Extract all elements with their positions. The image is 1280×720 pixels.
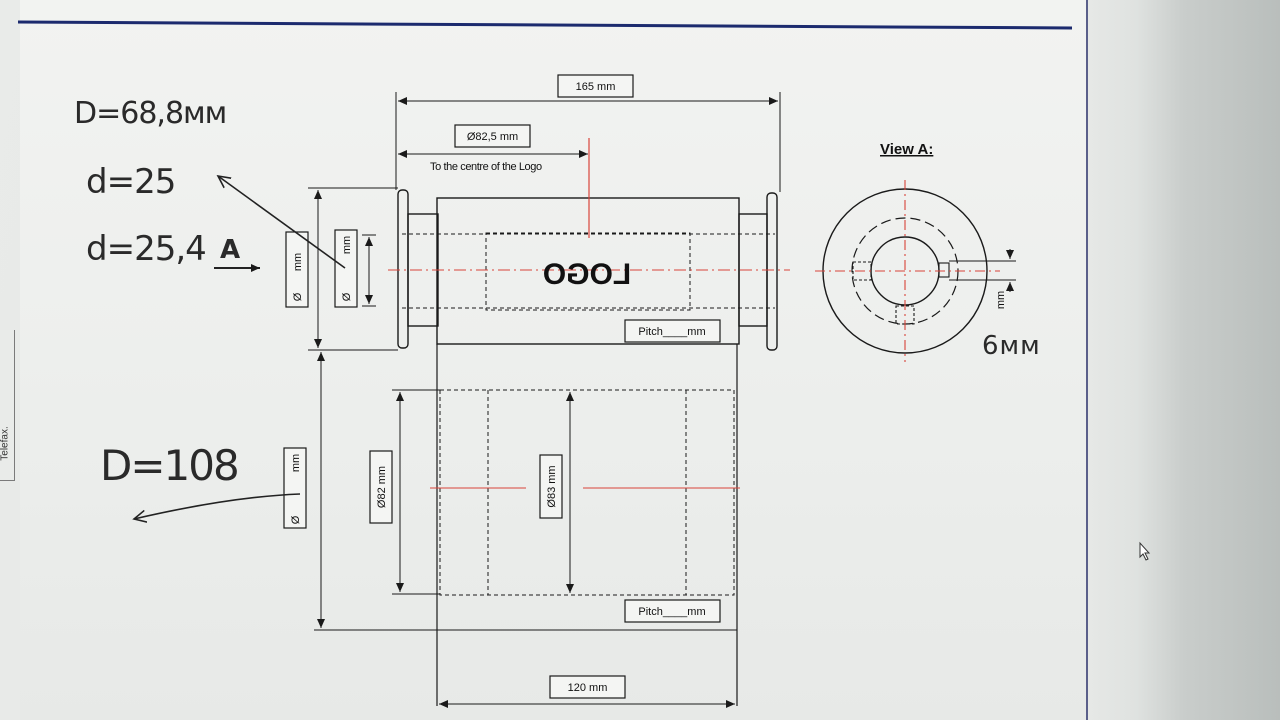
note-key-width: 6мм bbox=[982, 331, 1041, 361]
note-pointer-bottom bbox=[134, 493, 301, 519]
dim-box-83: Ø83 mm bbox=[539, 454, 563, 519]
mouse-cursor-icon bbox=[1139, 541, 1151, 561]
pitch-text-top: Pitch____mm bbox=[638, 326, 705, 338]
svg-text:mm: mm bbox=[290, 454, 302, 472]
logo-area bbox=[485, 232, 691, 311]
dim-text-120: 120 mm bbox=[568, 682, 608, 694]
pitch-text-bottom: Pitch____mm bbox=[638, 606, 705, 618]
note-d-25: d=25 bbox=[86, 162, 175, 202]
dim-box-lower-outer: mm Ø bbox=[283, 447, 307, 529]
svg-text:Ø: Ø bbox=[290, 515, 302, 524]
note-big-d-top: D=68,8мм bbox=[74, 96, 226, 131]
note-big-d-bottom: D=108 bbox=[100, 441, 238, 490]
logo-text: LOGO bbox=[543, 258, 631, 291]
dim-text-82-5: Ø82,5 mm bbox=[467, 131, 518, 143]
dim-box-shaft: mm Ø bbox=[334, 229, 358, 308]
svg-text:Ø83 mm: Ø83 mm bbox=[546, 465, 558, 507]
right-flange bbox=[766, 192, 778, 351]
roller-lower-view bbox=[314, 344, 738, 708]
dim-text-165: 165 mm bbox=[576, 81, 616, 93]
roller-side-view bbox=[308, 92, 781, 351]
svg-text:Ø: Ø bbox=[341, 292, 353, 301]
left-flange bbox=[397, 189, 409, 349]
document-page bbox=[20, 0, 1088, 720]
svg-text:Ø: Ø bbox=[292, 292, 304, 301]
pitch-box-bottom bbox=[624, 599, 721, 623]
pattern-area bbox=[439, 389, 735, 596]
keyway-unit: mm bbox=[995, 291, 1007, 309]
dim-box-165 bbox=[557, 74, 634, 98]
dim-box-82-5 bbox=[454, 124, 531, 148]
svg-text:mm: mm bbox=[292, 253, 304, 271]
logo-centre-note: To the centre of the Logo bbox=[430, 161, 542, 173]
note-pointer-top bbox=[218, 176, 346, 269]
note-arrow-label: A bbox=[220, 235, 240, 265]
view-a-title: View A: bbox=[880, 141, 933, 158]
keyway-right bbox=[938, 262, 950, 278]
svg-text:Ø82 mm: Ø82 mm bbox=[376, 466, 388, 508]
side-tab[interactable] bbox=[0, 330, 15, 481]
monitor-side-area bbox=[1088, 0, 1280, 720]
pitch-box-top bbox=[624, 319, 721, 343]
dim-box-120 bbox=[549, 675, 626, 699]
note-d-25-4: d=25,4 bbox=[86, 229, 206, 269]
dim-box-outer-flange: mm Ø bbox=[285, 231, 309, 308]
svg-text:mm: mm bbox=[341, 236, 353, 254]
dim-box-82: Ø82 mm bbox=[369, 450, 393, 524]
page-frame-top bbox=[17, 20, 1073, 30]
